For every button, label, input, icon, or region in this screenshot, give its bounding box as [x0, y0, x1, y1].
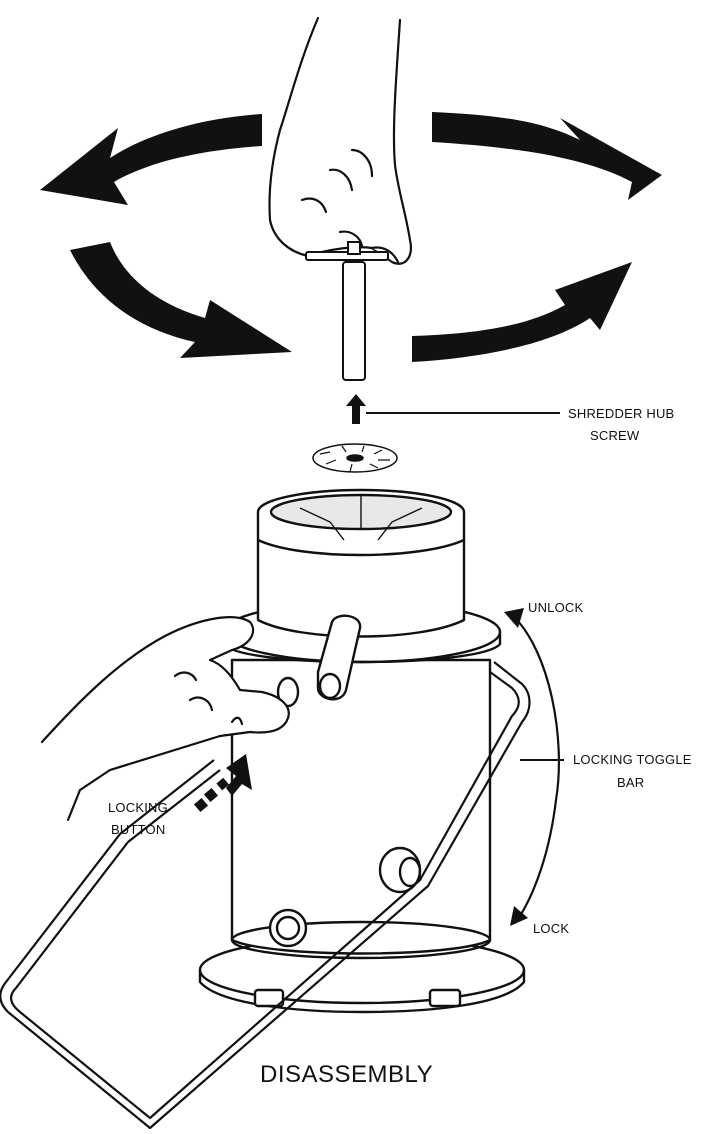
label-unlock: UNLOCK — [528, 600, 584, 615]
locking-toggle-bar — [0, 661, 531, 1130]
caption-disassembly: DISASSEMBLY — [260, 1061, 433, 1088]
rotation-arrow-bottom-left — [70, 242, 292, 358]
lock-unlock-arrow — [511, 614, 561, 917]
lower-port — [268, 908, 308, 948]
juicer-body — [198, 488, 526, 1014]
up-arrow-icon — [346, 394, 366, 424]
top-hand-icon — [268, 16, 412, 265]
lock-arrowhead-icon — [510, 906, 528, 926]
label-locking-toggle-bar-line2: BAR — [617, 775, 644, 790]
label-shredder-hub-screw-line1: SHREDDER HUB — [568, 406, 674, 421]
push-arrow-icon — [193, 754, 252, 813]
label-locking-button-line1: LOCKING — [108, 800, 168, 815]
label-lock: LOCK — [533, 921, 569, 936]
unlock-arrowhead-icon — [504, 608, 524, 628]
shredder-hub-screw — [305, 241, 389, 381]
locking-button-knob — [276, 676, 300, 708]
lower-hand-icon — [40, 616, 290, 822]
rotation-arrows — [40, 112, 662, 362]
motor-housing — [230, 658, 492, 955]
label-locking-button-line2: BUTTON — [111, 822, 165, 837]
rotation-arrow-top-right — [432, 112, 662, 200]
juicer-cover — [256, 538, 466, 638]
rotation-arrow-bottom-right — [412, 262, 632, 362]
shredder-disc — [312, 443, 398, 473]
label-shredder-hub-screw-line2: SCREW — [590, 428, 640, 443]
rotation-arrow-top-left — [40, 114, 262, 205]
label-locking-toggle-bar-line1: LOCKING TOGGLE — [573, 752, 692, 767]
